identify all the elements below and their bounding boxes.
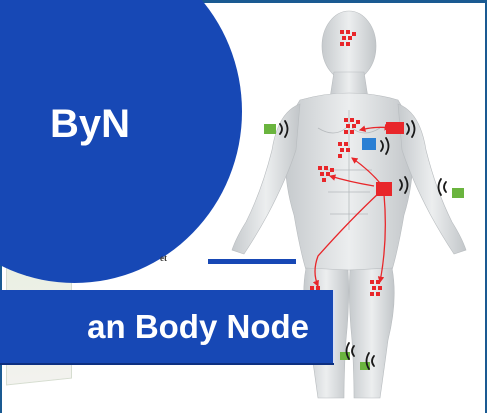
- title-banner: an Body Node: [0, 290, 335, 363]
- blue-sensor-node: [362, 138, 376, 150]
- title-banner-shadow: [0, 363, 334, 365]
- caption-fragment: et: [160, 253, 167, 263]
- badge-abbreviation: ByN: [50, 100, 150, 148]
- banner-title: an Body Node: [87, 290, 309, 363]
- caption-underline-bar: [208, 259, 296, 264]
